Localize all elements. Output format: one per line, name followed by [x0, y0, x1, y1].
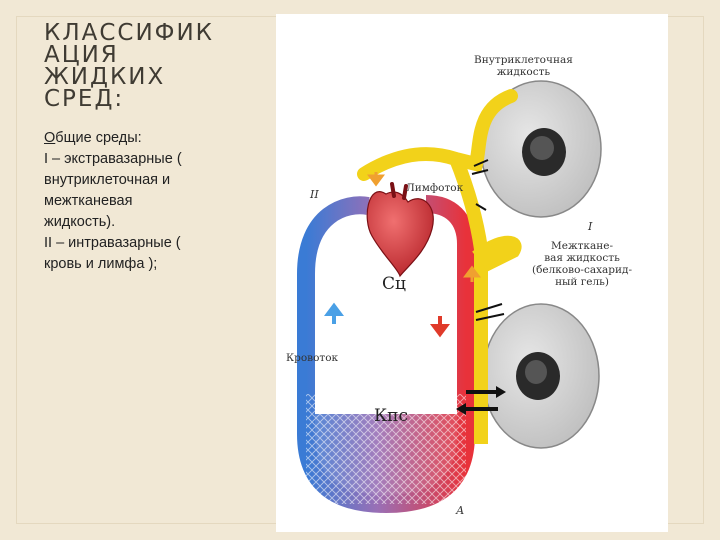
marker-two: II — [310, 188, 319, 201]
body-line: межтканевая — [44, 193, 133, 209]
marker-one: I — [588, 220, 593, 233]
intracellular-label: Внутриклеточная жидкость — [474, 54, 573, 78]
lymph-vessel — [357, 89, 522, 444]
blood-loop — [297, 195, 475, 514]
title-line: КЛАССИФИК — [44, 20, 215, 46]
body-line: жидкость). — [44, 214, 116, 230]
lymph-flow-label: Лимфоток — [406, 182, 464, 194]
title-line: СРЕД: — [44, 86, 125, 112]
body-line: внутриклеточная и — [44, 172, 171, 188]
lower-cell — [482, 303, 600, 449]
heart-label: Сц — [382, 274, 406, 294]
heart-icon — [366, 182, 434, 278]
slide-title: КЛАССИФИК АЦИЯ ЖИДКИХ СРЕД: — [44, 20, 244, 112]
upper-cell — [480, 80, 602, 218]
capillaries-label: Кпс — [374, 406, 409, 426]
slide-body: Общие среды: I – экстравазарные ( внутри… — [44, 128, 264, 275]
title-line: АЦИЯ — [44, 42, 119, 68]
title-line: ЖИДКИХ — [44, 64, 166, 90]
flow-arrows — [324, 159, 506, 415]
diagram-graphic — [297, 80, 602, 514]
fluid-circulation-diagram: Внутриклеточная жидкость Лимфоток Межтка… — [276, 14, 668, 532]
body-line: II – интравазарные ( — [44, 235, 181, 251]
body-line: Общие среды: — [44, 130, 142, 146]
blood-flow-label: Кровоток — [286, 352, 339, 364]
interstitial-label: Межткане- вая жидкость (белково-сахарид-… — [532, 240, 633, 288]
body-line: кровь и лимфа ); — [44, 256, 158, 272]
marker-a: А — [456, 504, 465, 517]
body-line: I – экстравазарные ( — [44, 151, 182, 167]
